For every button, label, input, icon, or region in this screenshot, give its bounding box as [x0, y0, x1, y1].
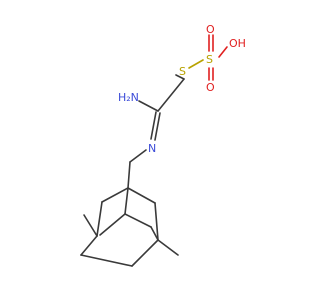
bond-ad-1: [101, 187, 129, 203]
bond-ad-7: [124, 213, 152, 228]
bond-c-n-double-a: [150, 111, 157, 140]
bonds: [80, 34, 228, 267]
bond-ad-4: [96, 201, 103, 237]
thio-sulfur-label: S: [179, 65, 186, 78]
bond-methyl-right: [157, 239, 179, 256]
bond-ad-6: [99, 213, 126, 236]
bond-c-n-double-b: [154, 112, 161, 141]
bond-ad-11: [150, 226, 159, 241]
bond-ad-5: [154, 202, 159, 241]
bond-ad-3: [124, 187, 129, 215]
bond-ch2-adamantyl: [127, 161, 131, 189]
molecule-structure: H₂N N S S OH O O: [80, 23, 246, 267]
bond-s-ch2: [175, 74, 185, 80]
bond-n-ch2: [129, 149, 147, 163]
bond-s-oh: [218, 46, 228, 58]
sulfonyl-sulfur-label: S: [206, 53, 213, 66]
bond-ad-9: [131, 239, 159, 267]
atom-labels: H₂N N S S OH O O: [118, 23, 246, 155]
amine-label: H₂N: [118, 91, 139, 104]
oxygen-bottom-label: O: [206, 81, 215, 94]
bond-c-nh2: [138, 100, 159, 112]
bond-ad-2: [127, 187, 156, 204]
bond-s-s: [188, 59, 204, 69]
bond-methyl-left: [83, 214, 98, 237]
bond-ad-10: [80, 254, 133, 267]
imine-nitrogen-label: N: [148, 142, 156, 155]
bond-ad-8: [80, 235, 98, 256]
oxygen-top-label: O: [206, 23, 215, 36]
hydroxyl-label: OH: [229, 37, 246, 50]
bond-ch2-c: [157, 78, 185, 112]
